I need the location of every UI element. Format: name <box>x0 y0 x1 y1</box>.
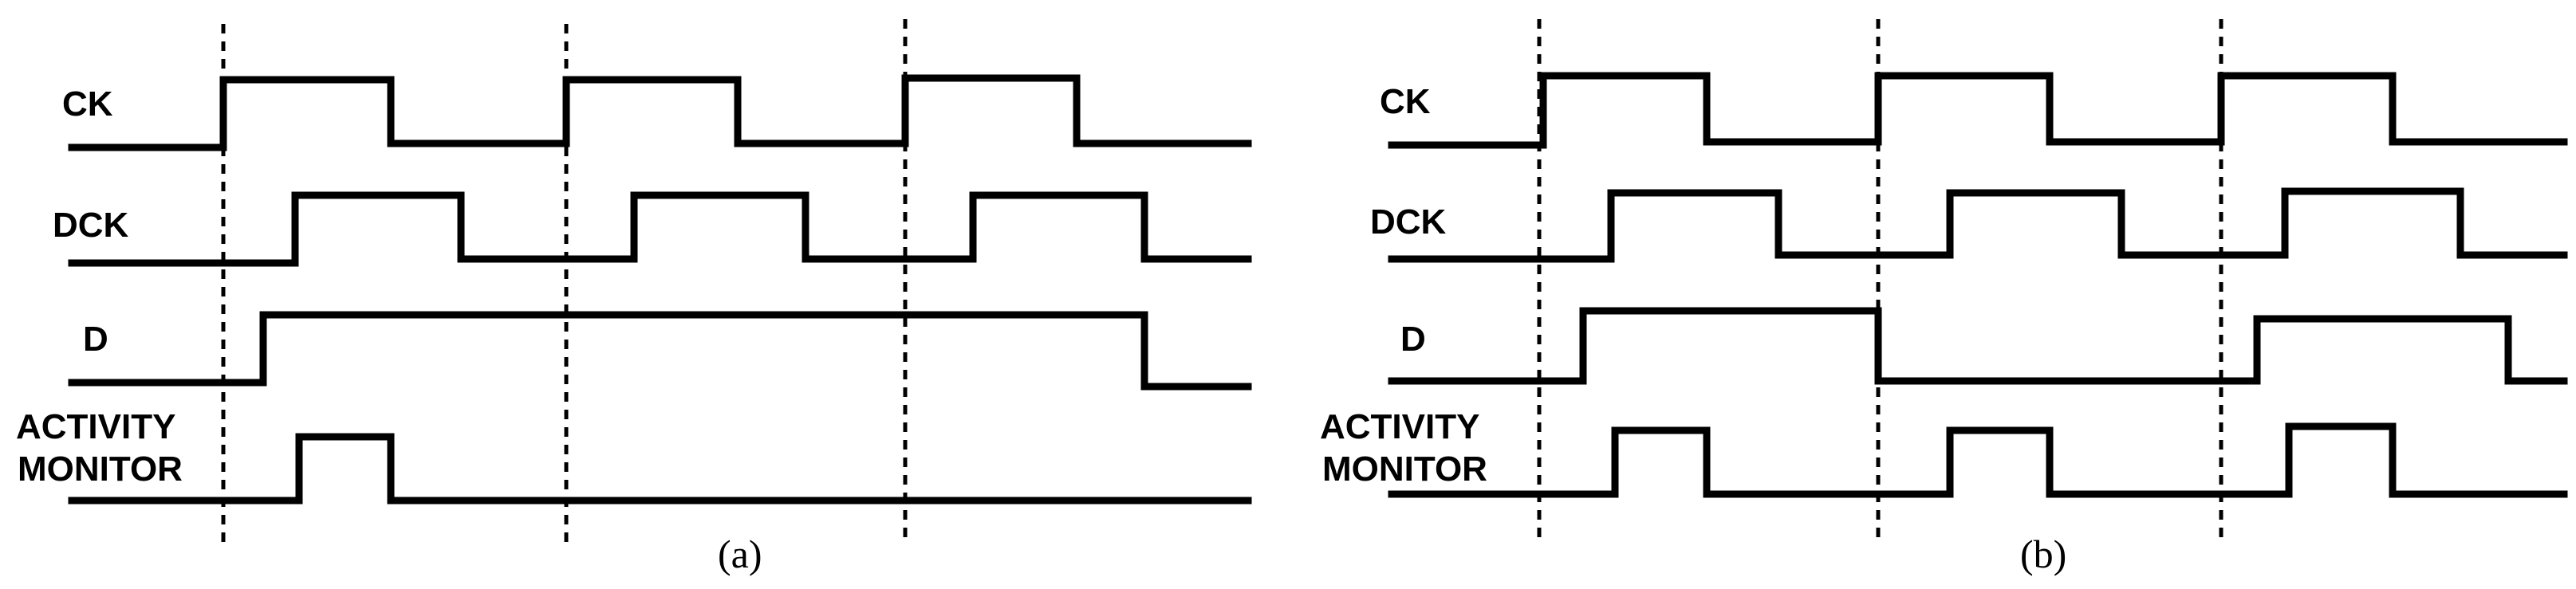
waveform-ck <box>1388 72 2568 149</box>
panel-b: CK DCK D ACTIVITY MONITOR (b) <box>1320 19 2568 576</box>
label-d: D <box>1400 320 1426 359</box>
label-dck: DCK <box>53 206 129 245</box>
waveform-dck <box>1388 187 2568 263</box>
waveform-ck <box>68 74 1252 151</box>
caption-b: (b) <box>2020 532 2066 576</box>
panel-a: CK DCK D ACTIVITY MONITOR (a) <box>16 19 1252 576</box>
label-d: D <box>83 320 108 359</box>
waveform-d <box>1388 307 2568 385</box>
waveform-activity-monitor <box>68 433 1252 505</box>
label-activity: ACTIVITY <box>1320 407 1479 446</box>
waveform-dck <box>68 191 1252 267</box>
label-ck: CK <box>1380 82 1431 121</box>
label-activity: ACTIVITY <box>16 407 175 446</box>
label-ck: CK <box>62 84 113 124</box>
waveform-activity-monitor <box>1388 422 2568 498</box>
label-monitor: MONITOR <box>18 450 183 489</box>
label-dck: DCK <box>1370 202 1447 241</box>
waveform-d <box>68 311 1252 391</box>
label-monitor: MONITOR <box>1322 450 1487 489</box>
caption-a: (a) <box>718 532 762 576</box>
